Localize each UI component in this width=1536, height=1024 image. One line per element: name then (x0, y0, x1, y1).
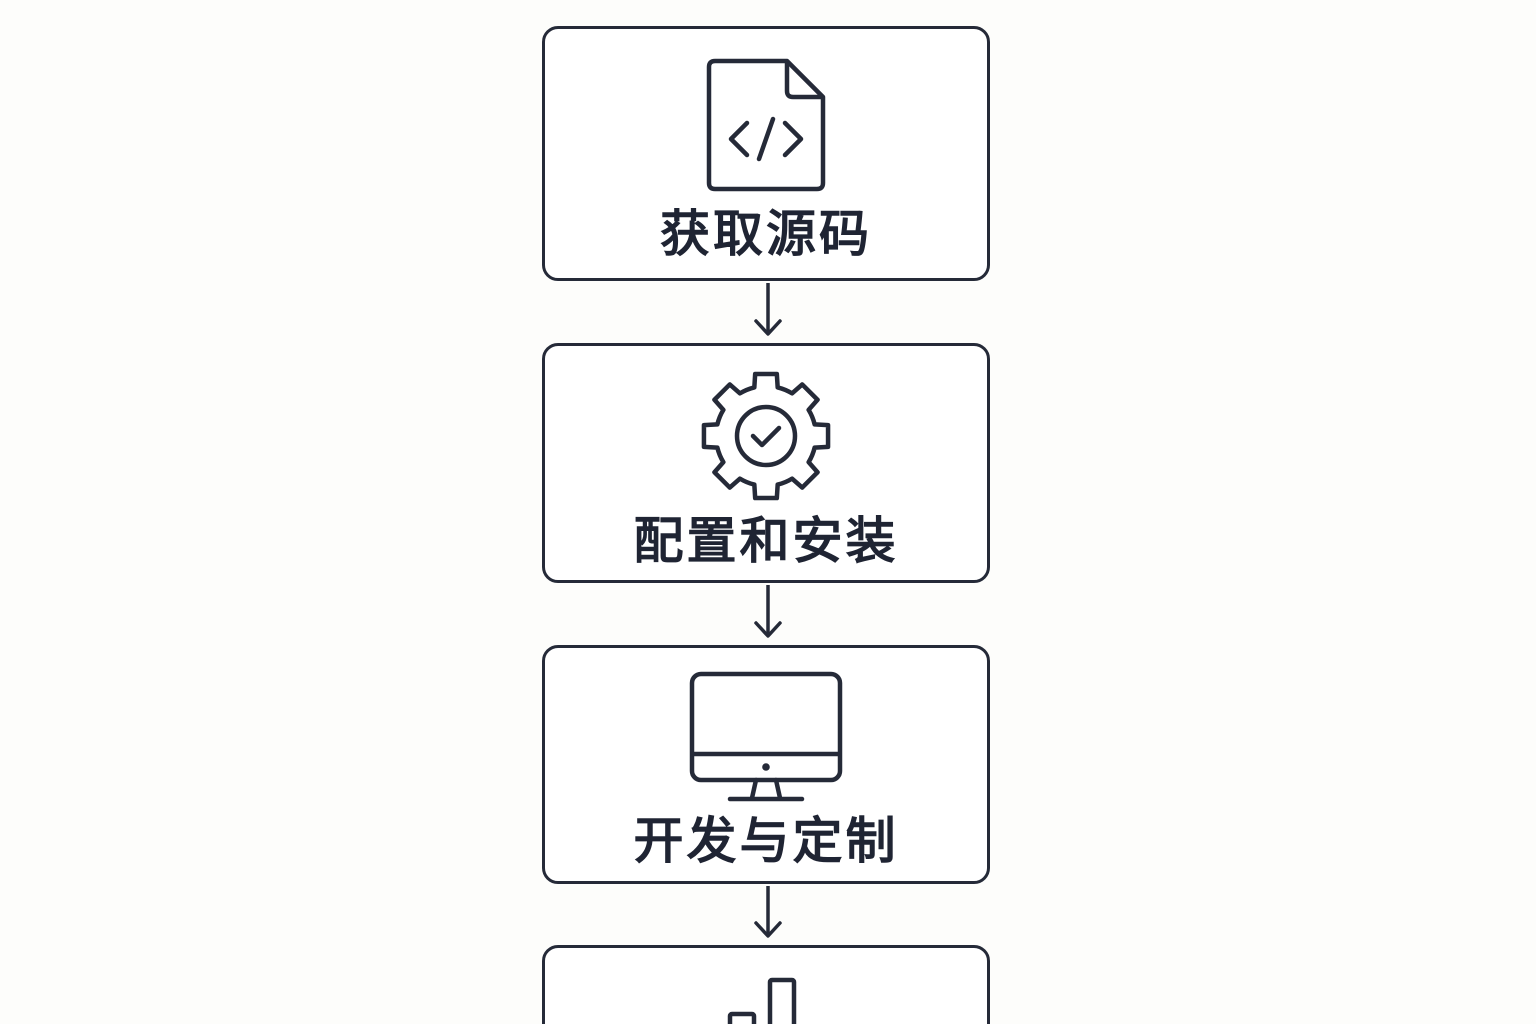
step-label: 配置和安装 (633, 512, 899, 570)
step-label: 获取源码 (660, 205, 872, 263)
step-box-get-source: 获取源码 (542, 26, 990, 281)
arrow-down-icon (754, 283, 782, 336)
arrow-down-icon (754, 886, 782, 938)
step-label: 开发与定制 (633, 812, 899, 870)
step-box-develop-customize: 开发与定制 (542, 645, 990, 884)
step-box-4 (542, 945, 990, 1024)
monitor-icon (689, 671, 843, 802)
step-box-configure-install: 配置和安装 (542, 343, 990, 583)
bar-chart-icon (727, 977, 797, 1024)
code-file-icon (706, 58, 826, 192)
gear-check-icon (701, 371, 831, 501)
arrow-down-icon (754, 585, 782, 638)
